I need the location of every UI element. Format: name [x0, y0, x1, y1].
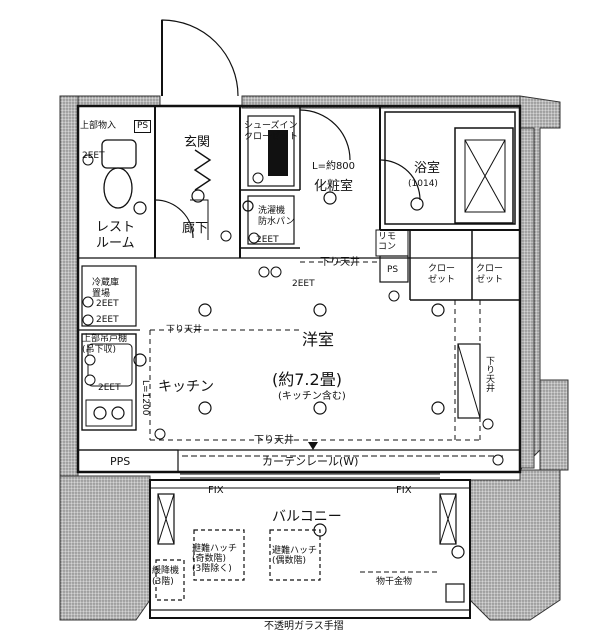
pps-label: PPS [110, 455, 131, 468]
outlet-label-c: 2EET [292, 279, 315, 289]
restroom-label: レスト ルーム [96, 220, 136, 251]
western-room-label: 洋室 [302, 330, 335, 349]
hallway-label: 廊下 [182, 221, 209, 236]
outlet-label-f: 2EET [98, 383, 121, 393]
vanity-room-label: 化粧室 [314, 179, 354, 194]
ps-top-label: PS [134, 120, 152, 133]
entrance-label: 玄関 [184, 135, 211, 150]
outlet-label-a: 2EET [82, 151, 105, 161]
balcony-label: バルコニー [272, 509, 342, 525]
lowered-ceiling-label-1: 下り天井 [320, 257, 360, 268]
closet-label-2: クロー ゼット [476, 264, 504, 285]
switch-panel-label: リモ コン [378, 232, 397, 252]
outlet-label-b: 2EET [256, 235, 279, 245]
fridge-label: 冷蔵庫 置場 [92, 278, 120, 299]
drying-hardware-label: 物干金物 [376, 577, 413, 587]
curtain-rail-label: カーテンレール(W) [262, 455, 359, 468]
closet-label-1: クロー ゼット [428, 264, 456, 285]
range-hood-label: 上部吊戸棚 (吊下収) [82, 334, 128, 355]
railing-label: 不透明ガラス手摺 [264, 621, 344, 632]
kitchen-incl-label: (キッチン含む) [278, 391, 346, 402]
escape-hatch-label-1: 避難ハッチ (奇数階) (3階除く) [192, 544, 238, 574]
room-size-label: (約7.2畳) [272, 370, 342, 389]
outlets [82, 154, 504, 466]
shoe-closet-label: シューズイン クローゼット [244, 121, 299, 142]
ceiling-storage-label: 上部物入 [80, 121, 117, 131]
ps-mid-label: PS [387, 265, 399, 275]
ceiling-lights [133, 189, 465, 559]
fix-right-label: FIX [396, 485, 412, 496]
unit-outline [76, 104, 522, 619]
lowered-ceiling-label-2: 下り天井 [166, 325, 203, 335]
washer-pan-label: 洗濯機 防水パン [258, 206, 295, 227]
lowered-ceiling-label-3: 下り天井 [484, 356, 494, 392]
outlet-label-e: 2EET [96, 315, 119, 325]
kitchen-label: キッチン [158, 379, 214, 395]
outlet-label-d: 2EET [96, 299, 119, 309]
curtain-rail-marker [308, 442, 318, 450]
descender-label: 緩降機 (3階) [152, 566, 180, 587]
escape-hatch-label-2: 避難ハッチ (偶数階) [272, 546, 318, 566]
vanity-width-label: L=約800 [312, 161, 356, 172]
counter-dimension-label: L=1200 [140, 380, 150, 416]
bath-size-label: (1014) [408, 179, 438, 189]
fix-left-label: FIX [208, 485, 224, 496]
doors [154, 19, 421, 240]
bathroom-label: 浴室 [414, 161, 441, 176]
lowered-ceiling-label-4: 下り天井 [254, 435, 294, 446]
structure-walls [59, 95, 569, 621]
